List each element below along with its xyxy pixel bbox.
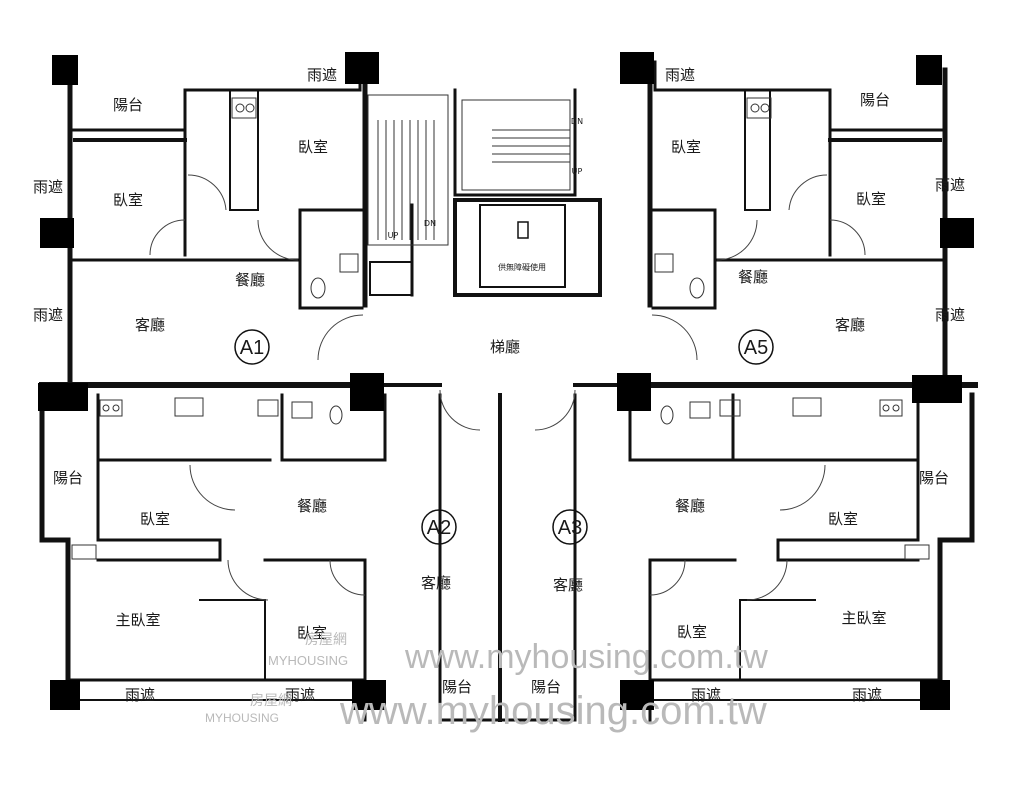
label-a1-balcony: 陽台 [113, 96, 143, 114]
label-a1-canopy-left-1: 雨遮 [33, 178, 63, 196]
label-a3-bedroom-2: 臥室 [677, 623, 707, 641]
stairs [367, 94, 571, 246]
label-a2-balcony-2: 陽台 [442, 678, 472, 696]
watermark-brand-cn-2: 房屋網 [250, 692, 292, 708]
label-a3-bedroom: 臥室 [828, 510, 858, 528]
label-a2-bedroom: 臥室 [140, 510, 170, 528]
svg-text:A3: A3 [558, 517, 582, 539]
label-a3-balcony: 陽台 [919, 469, 949, 487]
label-stair-dn-1: DN [424, 219, 436, 228]
unit-markers: A1 A5 A2 A3 [234, 329, 774, 545]
label-a2-master: 主臥室 [115, 611, 160, 629]
label-lobby: 梯廳 [490, 338, 520, 356]
walls [39, 60, 978, 722]
watermark-url-1: www.myhousing.com.tw [404, 638, 768, 676]
label-a3-master: 主臥室 [841, 609, 886, 627]
label-stair-up-1: UP [388, 231, 399, 240]
watermark-brand-en-2: MYHOUSING [205, 711, 279, 725]
label-a5-canopy-right-2: 雨遮 [935, 306, 965, 324]
label-stair-up-2: UP [572, 167, 583, 176]
label-a2-canopy-1: 雨遮 [125, 686, 155, 704]
columns [38, 52, 974, 710]
label-a3-dining: 餐廳 [675, 497, 705, 515]
label-a3-living: 客廳 [553, 576, 583, 594]
label-a2-dining: 餐廳 [297, 497, 327, 515]
fixtures [71, 97, 930, 560]
label-a5-balcony: 陽台 [860, 91, 890, 109]
unit-marker-a3: A3 [552, 509, 588, 545]
svg-text:A2: A2 [427, 517, 451, 539]
label-a5-canopy-right-1: 雨遮 [935, 176, 965, 194]
watermark: www.myhousing.com.tw www.myhousing.com.t… [205, 631, 768, 733]
doors [149, 174, 866, 601]
label-a2-balcony: 陽台 [53, 469, 83, 487]
label-a5-dining: 餐廳 [738, 268, 768, 286]
unit-marker-a5: A5 [738, 329, 774, 365]
label-a3-balcony-2: 陽台 [531, 678, 561, 696]
label-a2-bedroom-2: 臥室 [297, 624, 327, 642]
label-a3-canopy-1: 雨遮 [691, 686, 721, 704]
label-a1-bedroom-2: 臥室 [113, 191, 143, 209]
label-a1-living: 客廳 [135, 316, 165, 334]
watermark-brand-en-1: MYHOUSING [268, 653, 348, 668]
unit-marker-a1: A1 [234, 329, 270, 365]
label-a2-living: 客廳 [421, 574, 451, 592]
label-a5-living: 客廳 [835, 316, 865, 334]
watermark-url-2: www.myhousing.com.tw [339, 689, 767, 733]
watermark-brand-cn-1: 房屋網 [305, 631, 347, 647]
label-a2-canopy-2: 雨遮 [285, 686, 315, 704]
label-a1-canopy-left-2: 雨遮 [33, 306, 63, 324]
unit-marker-a2: A2 [421, 509, 457, 545]
room-labels: 陽台 雨遮 雨遮 雨遮 臥室 臥室 餐廳 客廳 雨遮 陽台 雨遮 雨遮 臥室 臥… [33, 66, 965, 704]
svg-text:A5: A5 [744, 337, 768, 359]
label-a3-canopy-2: 雨遮 [852, 686, 882, 704]
svg-text:A1: A1 [240, 337, 264, 359]
label-a1-dining: 餐廳 [235, 271, 265, 289]
label-a5-bedroom-2: 臥室 [856, 190, 886, 208]
label-stair-dn-2: DN [571, 117, 583, 126]
label-a5-bedroom-1: 臥室 [671, 138, 701, 156]
label-a5-canopy-top: 雨遮 [665, 66, 695, 84]
label-a1-bedroom-1: 臥室 [298, 138, 328, 156]
label-a1-canopy-top: 雨遮 [307, 66, 337, 84]
label-accessible-elevator: 供無障礙使用 [498, 262, 546, 272]
